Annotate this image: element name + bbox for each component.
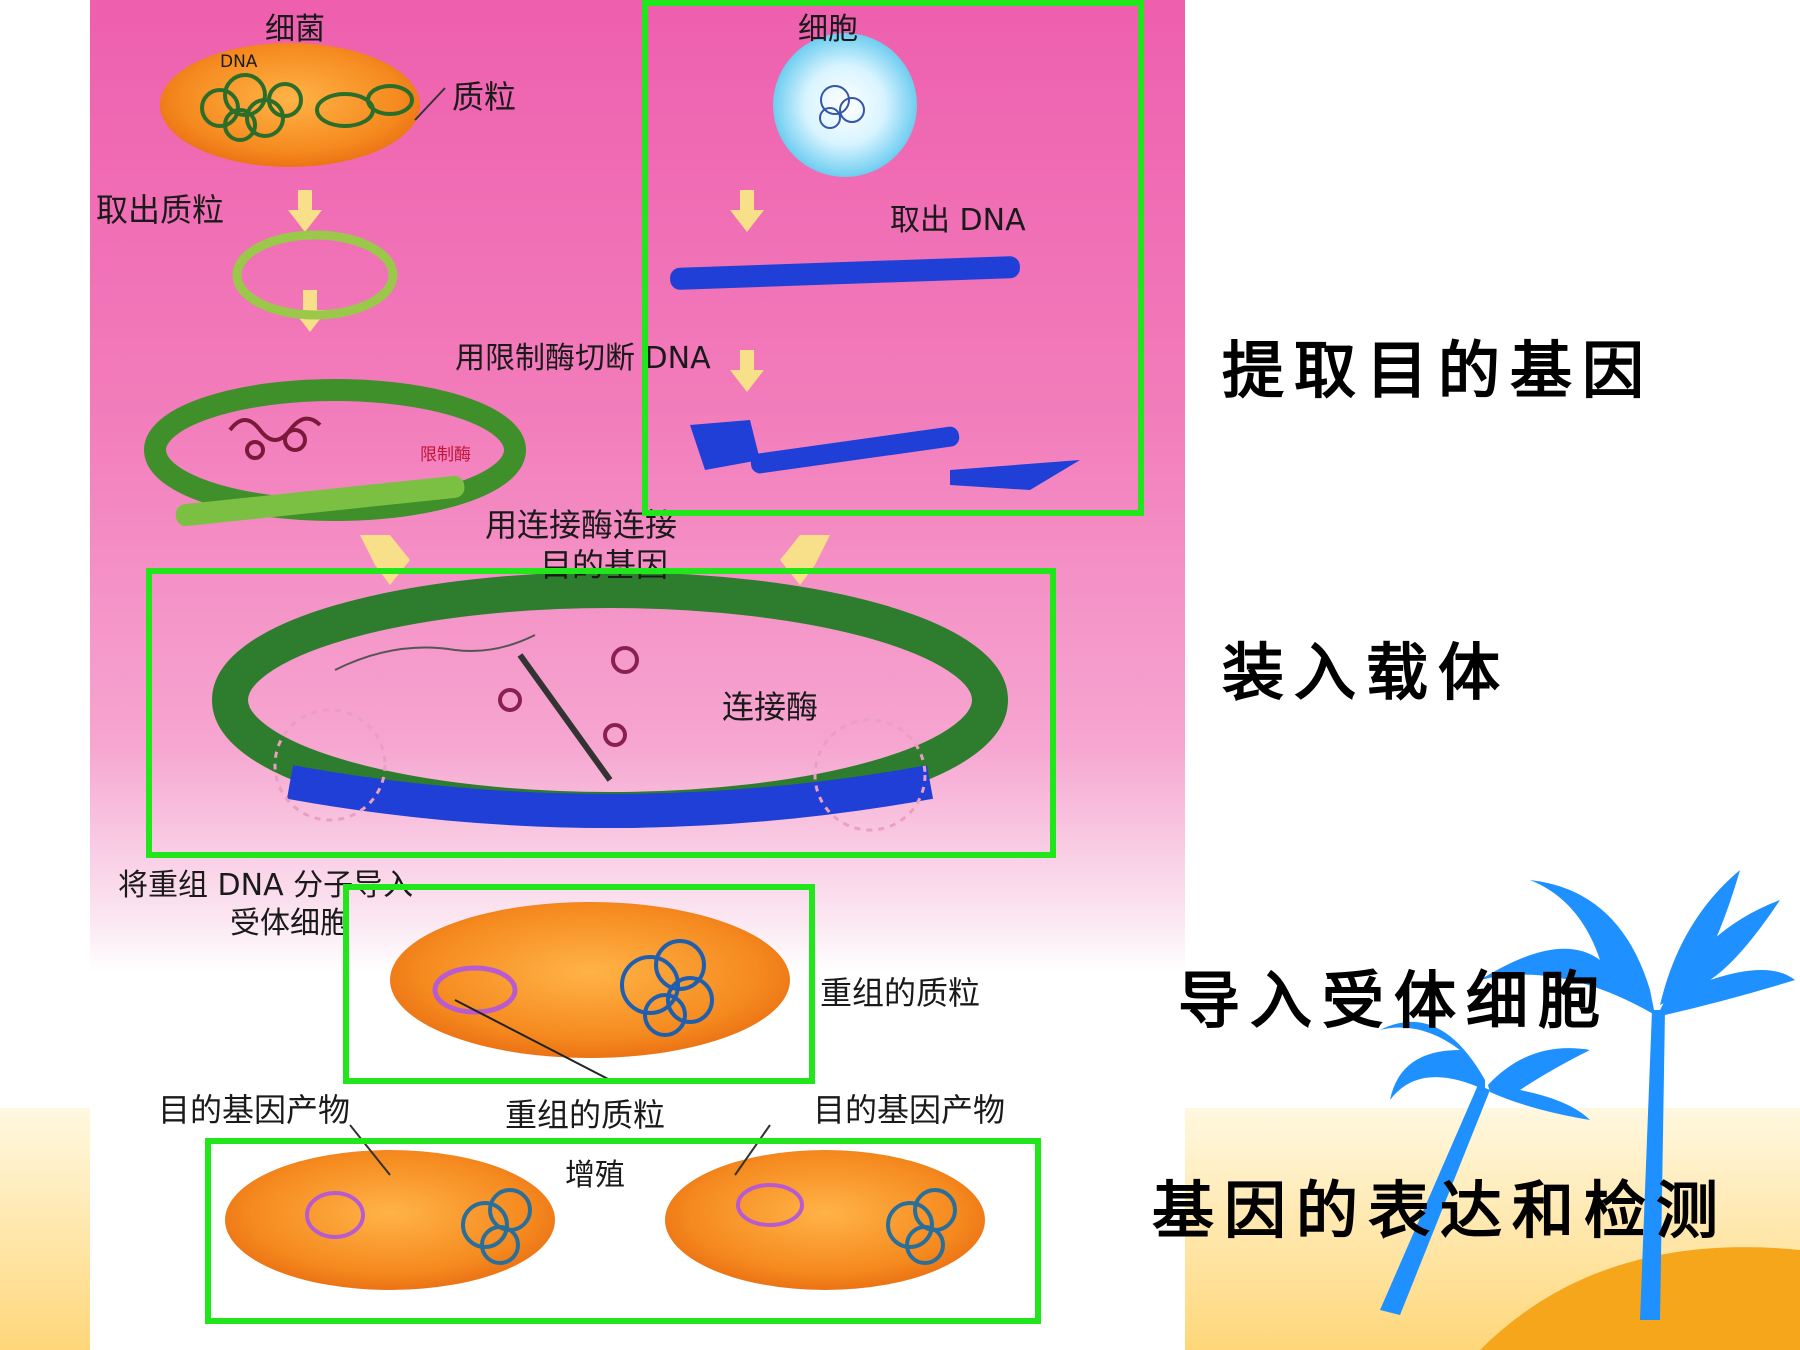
label-bacteria: 细菌 (265, 12, 325, 47)
label-plasmid: 质粒 (452, 78, 517, 116)
caption-extract-gene: 提取目的基因 (1222, 334, 1655, 407)
highlight-box-vector (146, 568, 1056, 858)
highlight-box-expression (205, 1138, 1041, 1324)
highlight-box-extract (642, 0, 1144, 516)
diagram-art (144, 33, 1080, 1290)
label-ligase-connect-2: 目的基因 (540, 546, 669, 584)
label-enzyme-small: 限制酶 (420, 445, 471, 465)
caption-import-recipient-cell: 导入受体细胞 (1178, 964, 1611, 1037)
label-target-product-left: 目的基因产物 (158, 1091, 351, 1129)
label-import-2: 受体细胞 (230, 906, 350, 941)
label-target-product-right: 目的基因产物 (813, 1091, 1006, 1129)
label-recombinant-plasmid-right: 重组的质粒 (820, 974, 981, 1012)
caption-gene-expression-detection: 基因的表达和检测 (1152, 1174, 1729, 1247)
highlight-box-import (343, 884, 815, 1084)
label-extract-dna: 取出 DNA (890, 203, 1026, 238)
label-cell: 细胞 (798, 12, 858, 47)
label-cut-dna: 用限制酶切断 DNA (455, 341, 711, 376)
caption-insert-vector: 装入载体 (1222, 636, 1511, 709)
label-extract-plasmid: 取出质粒 (96, 191, 225, 229)
label-recombinant-plasmid-center: 重组的质粒 (505, 1096, 666, 1134)
label-ligase: 连接酶 (722, 688, 819, 726)
label-dna: DNA (220, 52, 258, 72)
diagram-panel: 细菌 DNA 质粒 取出质粒 限制酶 细胞 取出 DNA 用限制酶切断 DNA … (90, 0, 1185, 1350)
label-proliferation: 增殖 (565, 1158, 625, 1193)
